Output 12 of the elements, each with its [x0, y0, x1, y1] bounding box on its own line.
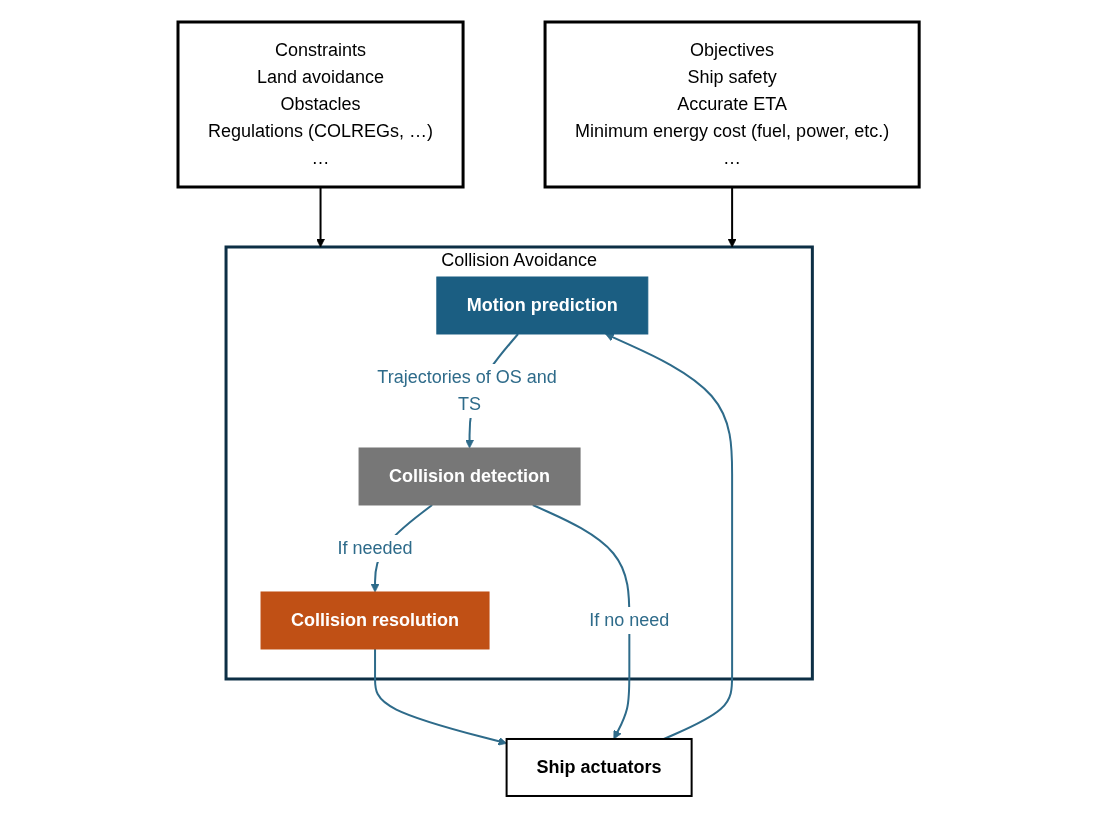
edge-label: If needed	[337, 537, 413, 558]
arrow	[373, 647, 507, 746]
node-box: Objectives Ship safety Accurate ETA Minimum energy cost (fuel, power, etc.) …	[543, 20, 921, 188]
node-box: Constraints Land avoidance Obstacles Regulations (COLREGs, …) …	[176, 20, 465, 188]
arrow	[531, 503, 631, 739]
edge-label: If no need	[589, 609, 670, 630]
edge-label: Trajectories of OS and TS	[377, 366, 557, 414]
node-box: Collision detection	[358, 447, 581, 505]
node-box: Ship actuators	[505, 737, 693, 797]
node-box: Motion prediction	[436, 276, 649, 334]
arrow	[605, 332, 733, 740]
node-box: Collision resolution	[260, 591, 490, 649]
